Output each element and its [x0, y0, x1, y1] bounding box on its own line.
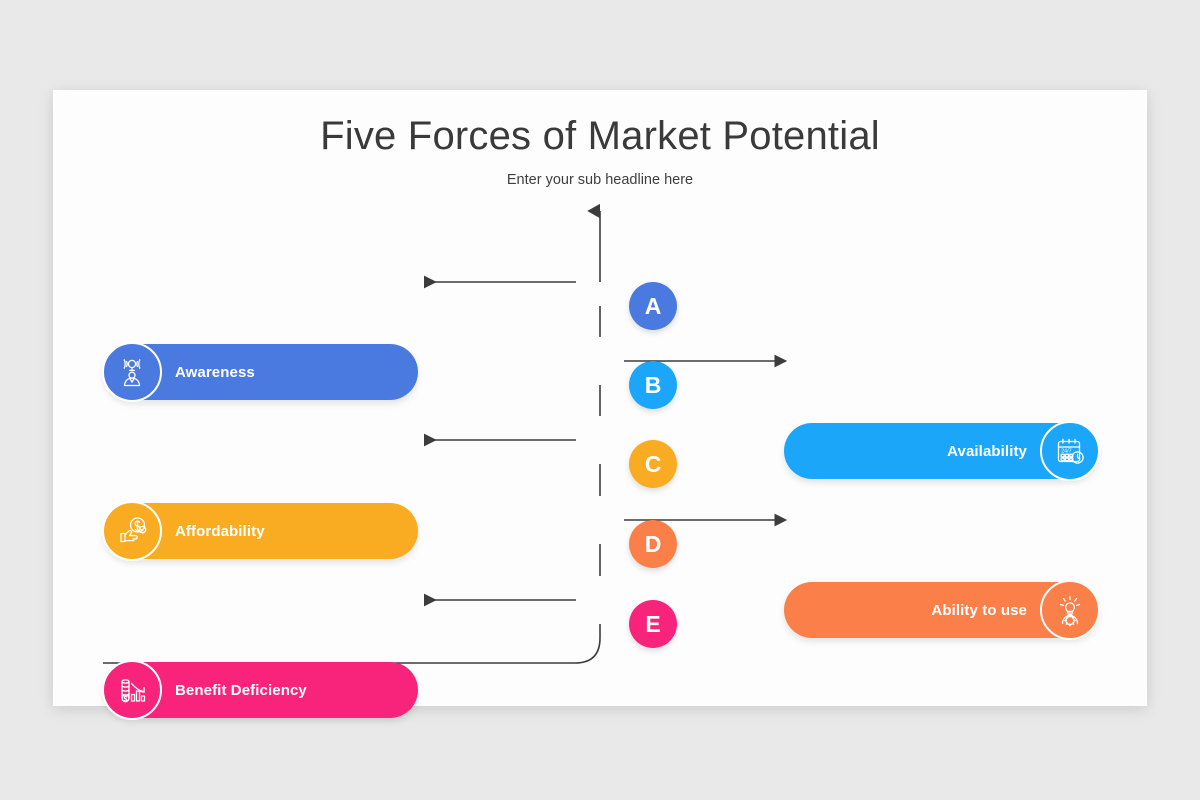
declining-bar-chart-coins-icon — [102, 660, 162, 720]
node-e-letter: E — [645, 610, 661, 637]
slide-canvas: Five Forces of Market Potential Enter yo… — [53, 90, 1147, 720]
node-a-letter: A — [644, 292, 662, 319]
node-d-letter: D — [644, 530, 662, 557]
bar-awareness[interactable]: Awareness — [102, 342, 418, 402]
thumbs-up-dollar-coin-icon — [102, 501, 162, 561]
feedback-loop-curve — [103, 624, 601, 664]
node-c-letter: C — [644, 450, 662, 477]
page-title: Five Forces of Market Potential — [320, 114, 880, 158]
calendar-24-7-clock-icon: 24/7 — [1040, 421, 1100, 481]
bar-availability[interactable]: Availability 24/7 — [784, 421, 1100, 481]
bar-label-availability: Availability — [947, 442, 1027, 460]
node-b[interactable]: B — [629, 361, 677, 409]
svg-text:24/7: 24/7 — [1061, 449, 1072, 455]
node-e[interactable]: E — [629, 600, 677, 648]
bar-label-ability-to-use: Ability to use — [931, 601, 1027, 619]
node-c[interactable]: C — [629, 440, 677, 488]
node-a[interactable]: A — [629, 282, 677, 330]
bar-label-affordability: Affordability — [175, 522, 265, 540]
node-d[interactable]: D — [629, 520, 677, 568]
bar-ability-to-use[interactable]: Ability to use — [784, 580, 1100, 640]
bar-label-benefit-deficiency: Benefit Deficiency — [175, 681, 307, 699]
node-b-letter: B — [644, 371, 662, 398]
page-subtitle: Enter your sub headline here — [506, 172, 694, 188]
bar-label-awareness: Awareness — [175, 363, 255, 381]
bar-affordability[interactable]: Affordability — [102, 501, 418, 561]
awareness-broadcast-person-icon — [102, 342, 162, 402]
bar-benefit-deficiency[interactable]: Benefit Deficiency — [102, 660, 418, 720]
hand-gear-lightbulb-icon — [1040, 580, 1100, 640]
